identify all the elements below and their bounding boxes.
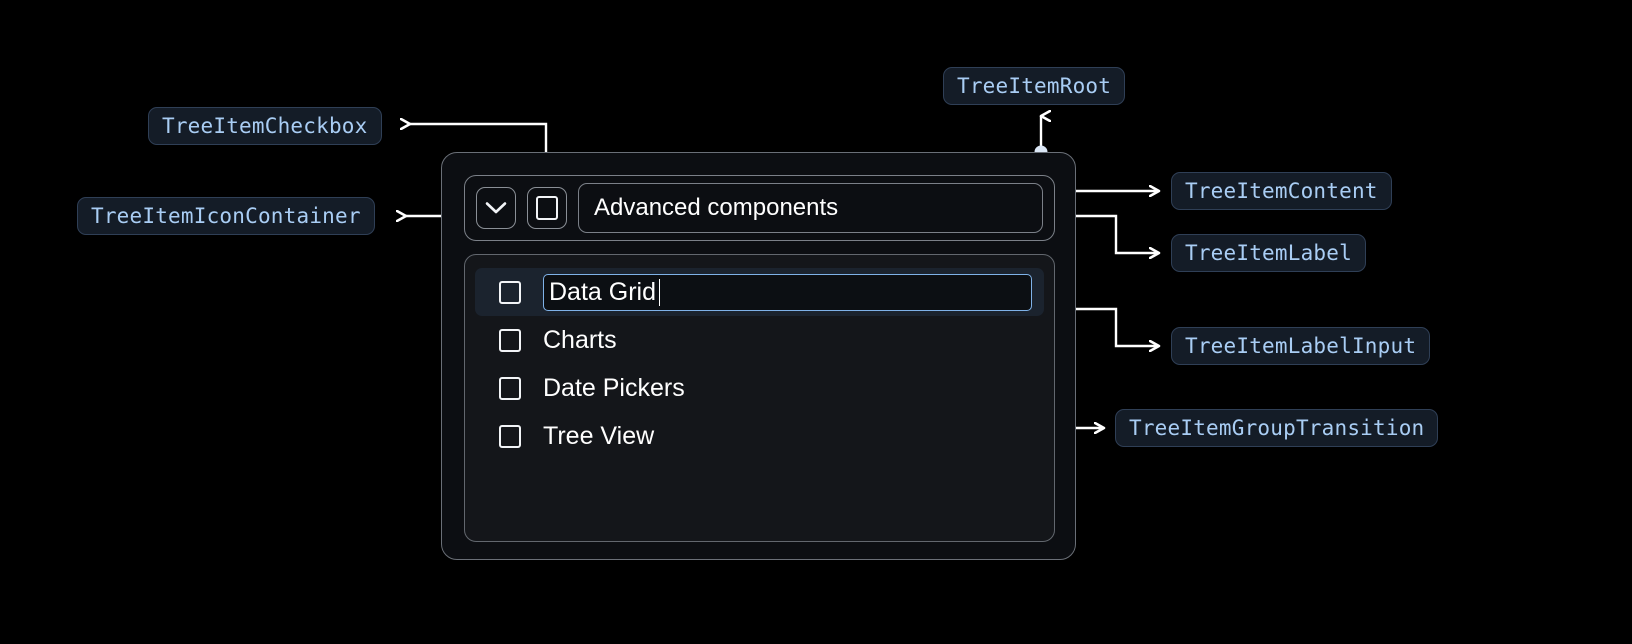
text-caret: [658, 278, 661, 306]
annotation-tree-item-checkbox: TreeItemCheckbox: [148, 107, 382, 145]
tree-item-label-input-value: Data Grid: [549, 277, 656, 306]
tree-item-label-text: Charts: [543, 325, 617, 354]
tree-item-checkbox[interactable]: [527, 187, 567, 229]
tree-item-content[interactable]: Advanced components: [464, 175, 1055, 241]
tree-item-row-charts[interactable]: Charts: [475, 316, 1044, 364]
checkbox-icon[interactable]: [499, 376, 521, 400]
tree-item-icon-container[interactable]: [476, 187, 516, 229]
tree-item-row-data-grid[interactable]: Data Grid: [475, 268, 1044, 316]
tree-item-row-date-pickers[interactable]: Date Pickers: [475, 364, 1044, 412]
annotation-tree-item-root: TreeItemRoot: [943, 67, 1126, 105]
checkbox-icon[interactable]: [499, 424, 521, 448]
tree-item-label[interactable]: Advanced components: [578, 183, 1043, 233]
annotation-tree-item-content: TreeItemContent: [1171, 172, 1392, 210]
checkbox-icon[interactable]: [499, 280, 521, 304]
tree-item-label-input[interactable]: Data Grid: [543, 273, 1032, 311]
checkbox-icon[interactable]: [499, 328, 521, 352]
annotation-tree-item-icon-container: TreeItemIconContainer: [77, 197, 375, 235]
annotation-tree-item-label: TreeItemLabel: [1171, 234, 1366, 272]
tree-item-row-tree-view[interactable]: Tree View: [475, 412, 1044, 460]
chevron-down-icon: [485, 201, 507, 215]
tree-item-root[interactable]: Advanced components Data Grid Charts Dat…: [441, 152, 1076, 560]
tree-item-label-text: Date Pickers: [543, 373, 685, 402]
tree-item-label-text: Advanced components: [594, 194, 839, 221]
annotation-tree-item-group-transition: TreeItemGroupTransition: [1115, 409, 1439, 447]
checkbox-icon: [536, 196, 558, 220]
tree-item-label-text: Tree View: [543, 421, 655, 450]
tree-item-group-transition: Data Grid Charts Date Pickers Tree View: [464, 254, 1055, 542]
annotation-tree-item-label-input: TreeItemLabelInput: [1171, 327, 1431, 365]
